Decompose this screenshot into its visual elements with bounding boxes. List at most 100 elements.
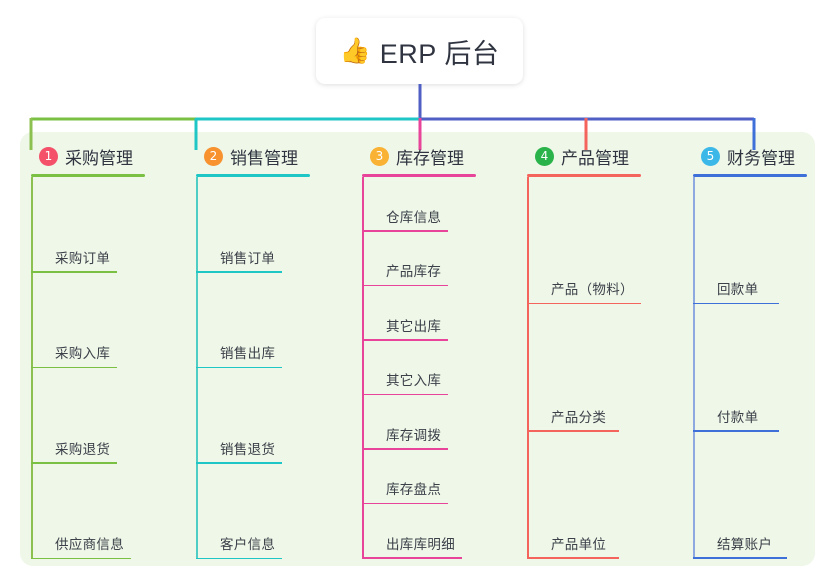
leaf-list-1: 采购订单采购入库采购退货供应商信息 [31, 177, 145, 559]
leaf-item-underline [196, 271, 282, 273]
leaf-item-underline [362, 230, 448, 232]
leaf-item-underline [31, 557, 131, 559]
leaf-spine-3 [362, 177, 364, 559]
leaf-item[interactable]: 库存调拨 [362, 395, 476, 450]
leaf-item-label: 库存盘点 [386, 482, 442, 498]
branch-column-4: 4 产品管理产品（物料） 产品分类产品单位 [527, 143, 641, 559]
leaf-item[interactable]: 销售订单 [196, 177, 310, 273]
branch-column-1: 1 采购管理采购订单采购入库采购退货供应商信息 [31, 143, 145, 559]
leaf-item[interactable]: 产品库存 [362, 232, 476, 287]
leaf-item-label: 销售退货 [220, 441, 276, 457]
leaf-item[interactable]: 其它出库 [362, 286, 476, 341]
leaf-item-underline [362, 448, 448, 450]
leaf-item-label: 产品库存 [386, 264, 442, 280]
branch-underline-3 [362, 174, 476, 177]
leaf-spine-5 [693, 177, 695, 559]
leaf-item-label: 销售出库 [220, 346, 276, 361]
leaf-item-label: 产品（物料） [551, 282, 634, 298]
leaf-item-label: 付款单 [717, 409, 759, 425]
leaf-item-label: 回款单 [717, 282, 759, 298]
leaf-item-underline [31, 462, 117, 464]
branch-title-5: 财务管理 [727, 148, 795, 168]
leaf-item-underline [362, 557, 462, 559]
branch-badge-1: 1 [39, 146, 58, 166]
leaf-item-underline [362, 502, 448, 505]
leaf-item[interactable]: 其它入库 [362, 341, 476, 396]
leaf-spine-2 [196, 177, 198, 559]
leaf-item[interactable]: 客户信息 [196, 464, 310, 559]
leaf-item[interactable]: 采购入库 [31, 273, 145, 368]
branch-badge-3: 3 [370, 146, 389, 166]
leaf-spine-1 [31, 177, 33, 559]
thumbs-up-icon: 👍 [339, 36, 371, 65]
leaf-item[interactable]: 销售退货 [196, 368, 310, 464]
leaf-item-label: 产品单位 [551, 536, 607, 552]
leaf-item[interactable]: 采购退货 [31, 368, 145, 464]
leaf-item-underline [693, 430, 779, 432]
leaf-item[interactable]: 结算账户 [693, 432, 807, 559]
leaf-item-underline [362, 393, 448, 396]
leaf-item-label: 结算账户 [717, 536, 773, 552]
branch-underline-1 [31, 174, 145, 177]
leaf-item-label: 仓库信息 [386, 209, 442, 225]
branch-title-1: 采购管理 [65, 148, 133, 168]
leaf-item-underline [196, 462, 282, 464]
root-node-title: ERP 后台 [379, 38, 500, 69]
leaf-item-underline [31, 366, 117, 368]
leaf-item-underline [362, 284, 448, 287]
branch-underline-2 [196, 174, 310, 177]
leaf-item[interactable]: 采购订单 [31, 177, 145, 273]
leaf-item-label: 销售订单 [220, 250, 276, 266]
leaf-item-label: 采购入库 [55, 346, 111, 361]
branch-header-5[interactable]: 5 财务管理 [693, 143, 807, 169]
leaf-item[interactable]: 产品单位 [527, 432, 641, 559]
leaf-item-underline [527, 557, 619, 559]
branch-column-5: 5 财务管理回款单付款单结算账户 [693, 143, 807, 559]
leaf-list-5: 回款单付款单结算账户 [693, 177, 807, 559]
branch-badge-4: 4 [535, 146, 554, 166]
leaf-item-label: 产品分类 [551, 409, 607, 425]
branch-column-2: 2 销售管理销售订单销售出库销售退货客户信息 [196, 143, 310, 559]
leaf-item[interactable]: 库存盘点 [362, 450, 476, 505]
leaf-spine-4 [527, 177, 529, 559]
branch-badge-5: 5 [701, 146, 720, 166]
leaf-item[interactable]: 回款单 [693, 177, 807, 305]
branch-underline-4 [527, 174, 641, 177]
leaf-item-label: 其它出库 [386, 318, 442, 334]
leaf-item-underline [31, 271, 117, 273]
leaf-item-underline [527, 302, 641, 305]
leaf-item[interactable]: 产品分类 [527, 304, 641, 432]
leaf-list-4: 产品（物料） 产品分类产品单位 [527, 177, 641, 559]
leaf-item-underline [693, 302, 779, 305]
leaf-item[interactable]: 仓库信息 [362, 177, 476, 232]
leaf-item-underline [196, 366, 282, 368]
root-node[interactable]: 👍 ERP 后台 [316, 18, 523, 84]
leaf-item-label: 客户信息 [220, 537, 276, 552]
leaf-item[interactable]: 产品（物料） [527, 177, 641, 305]
leaf-item-label: 其它入库 [386, 373, 442, 389]
branch-header-1[interactable]: 1 采购管理 [31, 143, 145, 169]
branch-badge-2: 2 [204, 146, 223, 166]
leaf-item-label: 库存调拨 [386, 427, 442, 443]
leaf-item[interactable]: 销售出库 [196, 273, 310, 368]
leaf-list-3: 仓库信息产品库存其它出库其它入库库存调拨库存盘点出库库明细 [362, 177, 476, 559]
leaf-item-underline [693, 557, 787, 559]
leaf-item[interactable]: 付款单 [693, 304, 807, 432]
leaf-item-underline [196, 557, 282, 559]
branch-underline-5 [693, 174, 807, 177]
branch-title-2: 销售管理 [230, 148, 298, 168]
leaf-item-label: 采购订单 [55, 250, 111, 266]
diagram-background-panel [20, 132, 815, 566]
leaf-item-underline [527, 430, 619, 432]
leaf-item-underline [362, 339, 448, 341]
branch-header-2[interactable]: 2 销售管理 [196, 143, 310, 169]
leaf-item-label: 供应商信息 [55, 537, 124, 552]
leaf-item[interactable]: 供应商信息 [31, 464, 145, 559]
branch-header-4[interactable]: 4 产品管理 [527, 143, 641, 169]
leaf-list-2: 销售订单销售出库销售退货客户信息 [196, 177, 310, 559]
leaf-item[interactable]: 出库库明细 [362, 504, 476, 559]
branch-title-4: 产品管理 [561, 148, 629, 168]
